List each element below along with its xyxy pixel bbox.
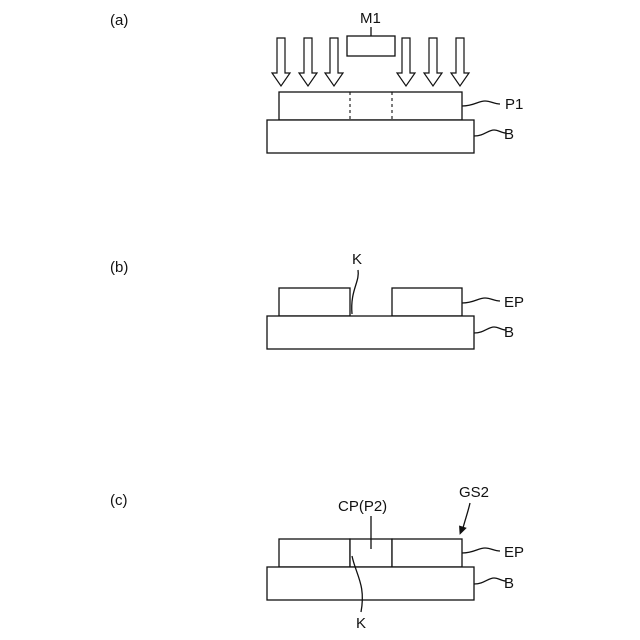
substrate-b	[267, 316, 474, 349]
groove-k-label: K	[352, 251, 362, 268]
substrate-b-label: B	[504, 126, 514, 143]
structure-gs2-label: GS2	[459, 484, 489, 501]
layer-ep-label: EP	[504, 294, 524, 311]
substrate-b-label: B	[504, 575, 514, 592]
substrate-b-leader	[474, 578, 506, 584]
exposure-arrow-4	[397, 38, 415, 86]
resist-pattern-right	[392, 539, 462, 567]
structure-gs2-arrowhead	[460, 526, 467, 534]
substrate-b	[267, 120, 474, 153]
resist-pattern-left	[279, 539, 350, 567]
structure-gs2-leader	[463, 503, 470, 528]
exposure-arrow-2	[299, 38, 317, 86]
mask-m1-label: M1	[360, 10, 381, 27]
layer-ep-label: EP	[504, 544, 524, 561]
layer-ep-leader	[462, 548, 500, 553]
groove-k-leader	[352, 270, 359, 314]
substrate-b-label: B	[504, 324, 514, 341]
mask-m1	[347, 36, 395, 56]
panel-c-label: (c)	[110, 492, 128, 509]
photoresist-layer-p1	[279, 92, 462, 120]
exposure-arrow-6	[451, 38, 469, 86]
layer-ep-leader	[462, 298, 500, 303]
panel-b-label: (b)	[110, 259, 128, 276]
resist-pattern-right	[392, 288, 462, 316]
groove-k-label: K	[356, 615, 366, 632]
exposure-arrow-1	[272, 38, 290, 86]
fill-cp-p2-label: CP(P2)	[338, 498, 387, 515]
layer-p1-label: P1	[505, 96, 523, 113]
panel-c: (c) CP(P2) GS2 EP B K	[110, 484, 524, 632]
substrate-b-leader	[474, 130, 506, 136]
substrate-b-leader	[474, 327, 506, 333]
resist-pattern-left	[279, 288, 350, 316]
layer-p1-leader	[462, 101, 500, 106]
panel-b: (b) K EP B	[110, 251, 524, 349]
exposure-arrow-3	[325, 38, 343, 86]
substrate-b	[267, 567, 474, 600]
exposure-arrow-5	[424, 38, 442, 86]
panel-a-label: (a)	[110, 12, 128, 29]
panel-a: (a) M1 P1 B	[110, 10, 523, 153]
